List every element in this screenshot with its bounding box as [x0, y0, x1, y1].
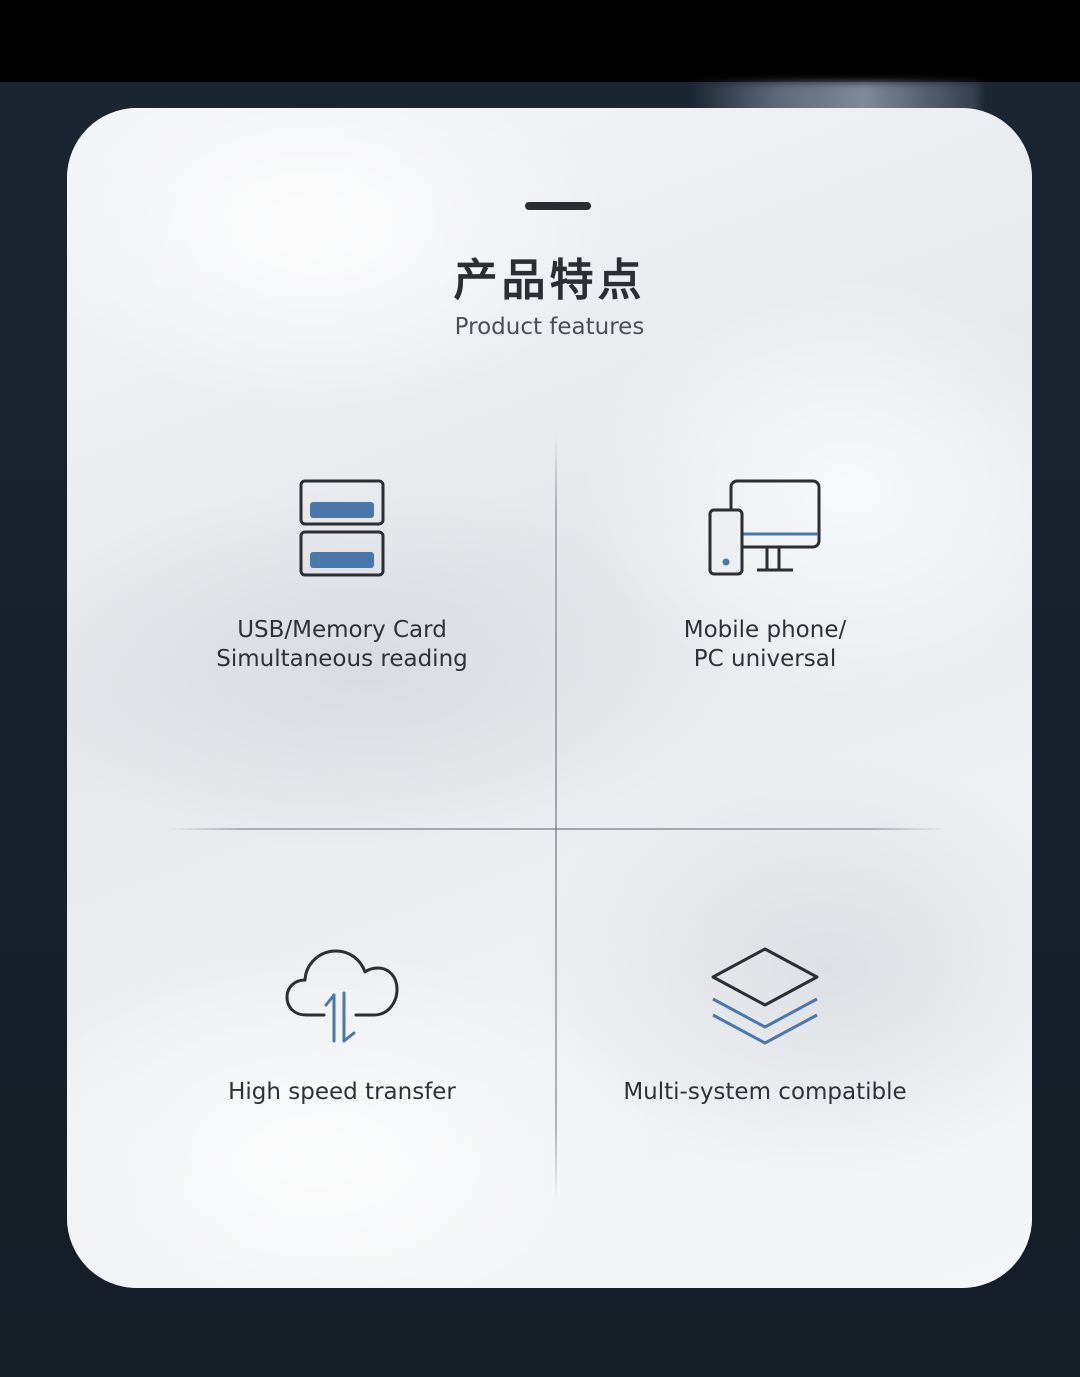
usb-ports-icon — [132, 478, 552, 580]
feature-label: USB/Memory Card Simultaneous reading — [216, 617, 468, 672]
page-title-cn: 产品特点 — [453, 255, 646, 306]
feature-label: Multi-system compatible — [623, 1079, 907, 1105]
features-card: 产品特点 Product features USB/Memory Card Si… — [67, 108, 1032, 1288]
feature-label: High speed transfer — [228, 1079, 456, 1105]
title-dash — [525, 202, 591, 210]
phone-pc-icon — [555, 478, 975, 580]
layers-icon — [555, 943, 975, 1047]
page-title-en: Product features — [454, 314, 645, 340]
cloud-transfer-icon — [132, 943, 552, 1047]
card-sheen — [67, 108, 1032, 1288]
horizontal-divider — [167, 828, 947, 830]
feature-label: Mobile phone/ PC universal — [683, 617, 847, 672]
top-black-bar — [0, 0, 1080, 82]
vertical-divider — [555, 433, 557, 1203]
